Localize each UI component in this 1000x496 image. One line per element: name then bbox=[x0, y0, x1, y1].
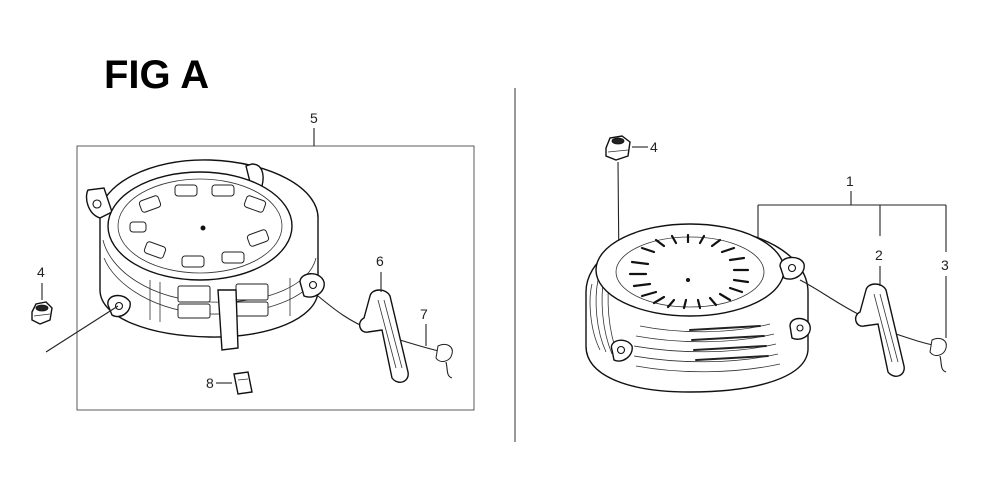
right-panel: 4 1 bbox=[585, 135, 949, 393]
figure-title: FIG A bbox=[104, 53, 209, 97]
callout-1: 1 bbox=[846, 173, 854, 189]
starter-handle-right bbox=[854, 283, 905, 377]
recoil-starter-left bbox=[85, 159, 373, 351]
flange-nut-left bbox=[31, 301, 53, 325]
starter-handle-left bbox=[358, 289, 409, 383]
rope-clip bbox=[233, 371, 253, 395]
callout-4-right: 4 bbox=[650, 139, 658, 155]
left-panel: 5 bbox=[31, 110, 475, 411]
callout-8: 8 bbox=[206, 375, 214, 391]
rope-knot bbox=[435, 343, 453, 362]
flange-nut-right bbox=[605, 135, 631, 161]
callout-4-left: 4 bbox=[37, 264, 45, 280]
assembly-boundary-box bbox=[76, 145, 475, 411]
louvered-cover bbox=[595, 223, 785, 317]
callout-5: 5 bbox=[310, 110, 318, 126]
callout-6: 6 bbox=[376, 253, 384, 269]
rope-knot-right bbox=[929, 337, 947, 356]
starter-rope-right bbox=[799, 279, 867, 319]
callout-2: 2 bbox=[875, 247, 883, 263]
callout-7: 7 bbox=[420, 306, 428, 322]
callout-3: 3 bbox=[941, 257, 949, 273]
nut-centerline-left bbox=[45, 305, 119, 353]
starter-bracket bbox=[217, 289, 239, 351]
recoil-starter-right bbox=[585, 223, 867, 393]
